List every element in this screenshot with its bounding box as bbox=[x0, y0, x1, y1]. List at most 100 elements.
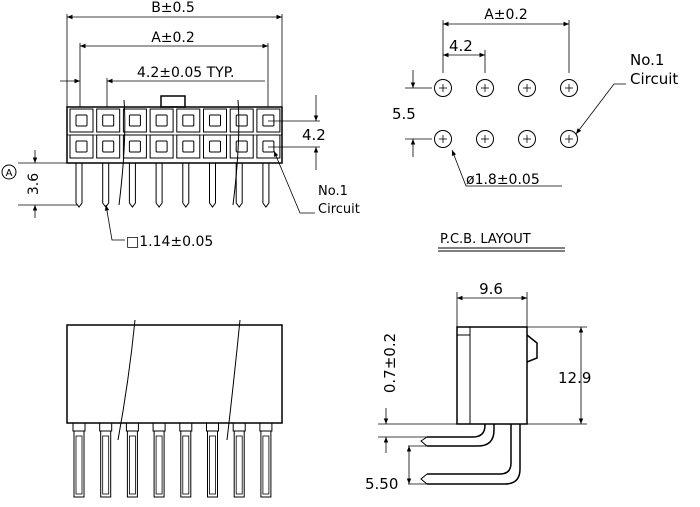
front-view: B±0.5 A±0.2 4.2±0.05 TYP. 4.2 A 3.6 □1.1… bbox=[1, 0, 360, 250]
cavity-terminal bbox=[102, 114, 115, 127]
bottom-pin bbox=[153, 430, 165, 498]
pcb-layout-title: P.C.B. LAYOUT bbox=[440, 232, 531, 247]
cavity-cell bbox=[256, 134, 281, 159]
cavity-cell bbox=[176, 108, 201, 133]
no1-label-line1: No.1 bbox=[318, 184, 348, 199]
cavity-cell bbox=[149, 108, 174, 133]
bottom-pin bbox=[233, 430, 245, 498]
cavity-terminal bbox=[235, 114, 248, 127]
side-dim-height-label: 12.9 bbox=[558, 369, 591, 387]
cavity-terminal bbox=[262, 114, 275, 127]
bottom-pin-inner bbox=[128, 435, 136, 495]
pcb-dim-row-label: 5.5 bbox=[392, 105, 416, 123]
bottom-pin-collar bbox=[125, 422, 139, 432]
bottom-pin bbox=[126, 430, 138, 498]
bottom-pin-inner bbox=[182, 435, 190, 495]
bottom-pin bbox=[73, 430, 85, 498]
contact-cavities bbox=[69, 108, 281, 159]
pcb-hole-dia-label: ø1.8±0.05 bbox=[466, 172, 540, 188]
bottom-pin-inner bbox=[75, 435, 83, 495]
front-pin bbox=[75, 163, 83, 208]
pcb-hole bbox=[476, 130, 494, 148]
side-pin-lower bbox=[427, 424, 512, 475]
pcb-hole bbox=[434, 130, 452, 148]
front-pins bbox=[75, 163, 270, 208]
dim-height-label: 3.6 bbox=[26, 173, 42, 195]
break-line bbox=[226, 319, 241, 441]
pcb-hole bbox=[560, 130, 578, 148]
bottom-pin-inner bbox=[235, 435, 243, 495]
side-latch bbox=[526, 334, 538, 363]
side-view: 9.6 12.9 0.7±0.2 5.50 bbox=[365, 280, 591, 493]
cavity-cell bbox=[203, 134, 227, 159]
cavity-terminal bbox=[128, 140, 141, 153]
bottom-pin-inner bbox=[209, 435, 216, 495]
cavity-terminal bbox=[75, 140, 88, 153]
bottom-pin bbox=[100, 430, 112, 498]
bottom-pin-collar bbox=[259, 422, 273, 432]
pcb-hole bbox=[518, 79, 536, 97]
bottom-pins bbox=[72, 422, 273, 498]
bottom-pin-collar bbox=[72, 422, 86, 432]
cavity-cell bbox=[96, 134, 121, 159]
dim-row-pitch-label: 4.2 bbox=[302, 126, 326, 144]
cavity-cell bbox=[229, 108, 254, 133]
cavity-cell bbox=[256, 108, 281, 133]
cavity-terminal bbox=[102, 140, 115, 153]
cavity-terminal bbox=[155, 114, 168, 127]
pcb-holes bbox=[434, 79, 578, 148]
cavity-cell bbox=[96, 108, 121, 133]
bottom-pin-collar bbox=[152, 422, 166, 432]
front-pin bbox=[155, 163, 163, 208]
pin-size-label: □1.14±0.05 bbox=[126, 234, 213, 250]
pcb-no1-label-line1: No.1 bbox=[630, 51, 664, 69]
break-line bbox=[118, 99, 126, 206]
latch-tab bbox=[160, 95, 186, 108]
side-dim-pin-label: 5.50 bbox=[365, 475, 398, 493]
pcb-no1-label-line2: Circuit bbox=[630, 70, 678, 88]
side-pin-upper bbox=[427, 424, 486, 438]
bottom-pin bbox=[180, 430, 192, 498]
cavity-cell bbox=[69, 134, 94, 159]
front-pin bbox=[235, 163, 243, 208]
front-pin bbox=[102, 163, 110, 208]
front-pin bbox=[128, 163, 136, 208]
bottom-pin-collar bbox=[232, 422, 246, 432]
cavity-terminal bbox=[128, 114, 141, 127]
side-dim-offset-label: 0.7±0.2 bbox=[381, 333, 399, 393]
cavity-terminal bbox=[209, 114, 221, 127]
pcb-dim-a-label: A±0.2 bbox=[484, 7, 528, 23]
cavity-terminal bbox=[262, 140, 275, 153]
bottom-pin-collar bbox=[206, 422, 219, 432]
cavity-terminal bbox=[209, 140, 221, 153]
datum-circle bbox=[1, 164, 17, 180]
pcb-layout-view: A±0.2 4.2 5.5 ø1.8±0.05 No.1 Circuit P.C… bbox=[392, 7, 678, 252]
pcb-dim-pitch-label: 4.2 bbox=[449, 37, 473, 55]
dim-b-label: B±0.5 bbox=[151, 0, 195, 16]
bottom-pin-collar bbox=[99, 422, 113, 432]
cavity-terminal bbox=[155, 140, 168, 153]
cavity-cell bbox=[149, 134, 174, 159]
cavity-cell bbox=[203, 108, 227, 133]
bottom-pin bbox=[260, 430, 272, 498]
dim-a-label: A±0.2 bbox=[151, 30, 195, 46]
front-pin bbox=[182, 163, 190, 208]
pcb-hole bbox=[434, 79, 452, 97]
bottom-view bbox=[66, 319, 283, 498]
front-pin bbox=[209, 163, 216, 208]
cavity-terminal bbox=[182, 114, 195, 127]
side-dim-width-label: 9.6 bbox=[479, 280, 503, 298]
cavity-cell bbox=[122, 134, 147, 159]
bottom-pin-collar bbox=[179, 422, 193, 432]
datum-label: A bbox=[6, 168, 13, 179]
side-pin-upper bbox=[427, 424, 495, 447]
side-housing bbox=[456, 326, 528, 425]
bottom-pin-inner bbox=[155, 435, 163, 495]
cavity-terminal bbox=[235, 140, 248, 153]
side-pin-lower bbox=[427, 424, 521, 485]
bottom-pin-inner bbox=[102, 435, 110, 495]
pcb-hole bbox=[476, 79, 494, 97]
break-line bbox=[117, 319, 136, 441]
no1-label-line2: Circuit bbox=[318, 202, 360, 217]
bottom-pin-inner bbox=[262, 435, 270, 495]
